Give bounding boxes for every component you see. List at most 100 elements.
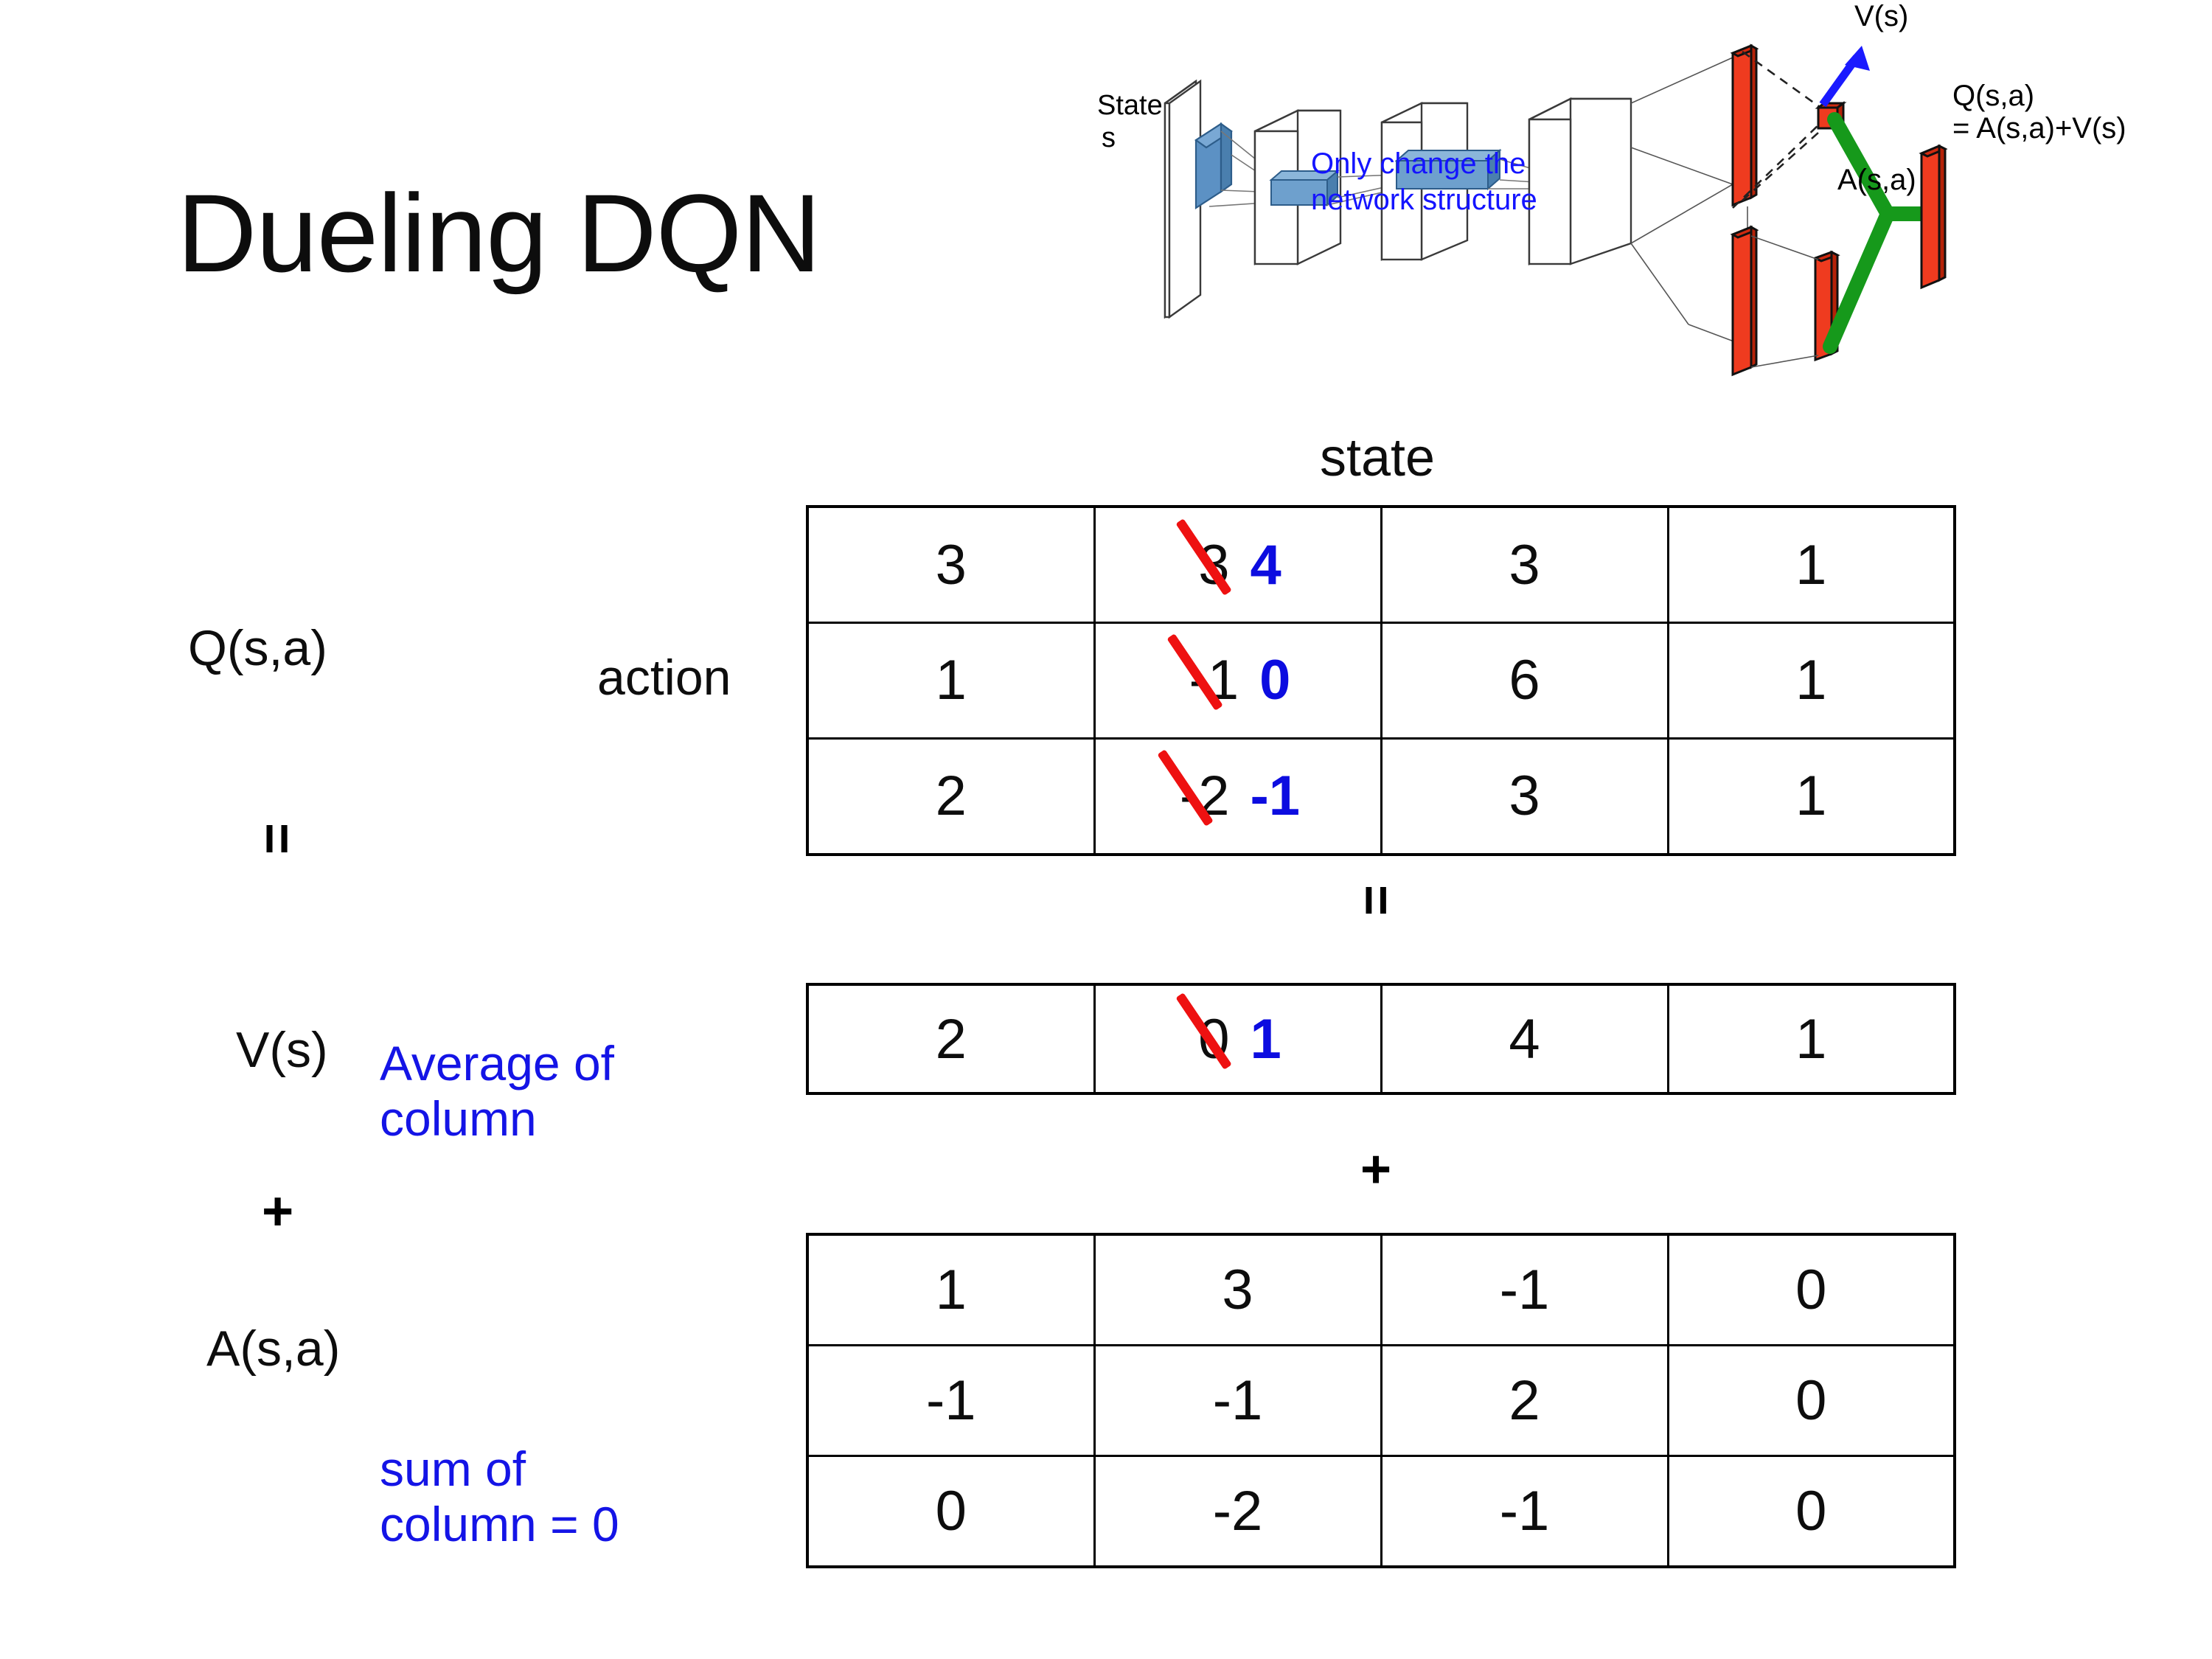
diagram-input-label-line2: s bbox=[1102, 122, 1116, 153]
diagram-advantage-label: A(s,a) bbox=[1837, 164, 1916, 196]
operator-plus-between-tables: + bbox=[1360, 1140, 1392, 1199]
cell-content: 1 bbox=[1669, 740, 1954, 853]
table-cell: 0 bbox=[1666, 1344, 1956, 1457]
table-cell: -1 bbox=[1093, 1344, 1382, 1457]
table-cell: 0 bbox=[806, 1454, 1096, 1568]
table-row: -1 -1 2 0 bbox=[806, 1344, 1956, 1457]
cell-content: -1 bbox=[1096, 1346, 1380, 1455]
struck-value: -1 bbox=[1185, 648, 1244, 712]
cell-value: 4 bbox=[1509, 1007, 1540, 1071]
table-cell: 0 bbox=[1666, 1454, 1956, 1568]
cell-value: 0 bbox=[1795, 1259, 1827, 1322]
operator-equals-left: = bbox=[247, 822, 309, 855]
table-cell: -2 bbox=[1093, 1454, 1382, 1568]
table-cell: 4 bbox=[1380, 983, 1669, 1095]
cell-value: 3 bbox=[1509, 533, 1540, 597]
replacement-value: 0 bbox=[1259, 649, 1291, 712]
cell-content: 2 bbox=[809, 740, 1093, 853]
page-title: Dueling DQN bbox=[177, 171, 821, 295]
cell-content: -2 bbox=[1096, 1457, 1380, 1565]
cell-content: -1 bbox=[1382, 1457, 1667, 1565]
table-cell: 1 bbox=[1666, 983, 1956, 1095]
cell-value: 1 bbox=[1795, 649, 1827, 712]
diagram-input-label-line1: State bbox=[1097, 90, 1163, 121]
diagram-value-label: V(s) bbox=[1854, 0, 1909, 32]
cell-value: 6 bbox=[1509, 649, 1540, 712]
cell-content: -1 bbox=[1382, 1236, 1667, 1344]
replacement-value: 4 bbox=[1250, 533, 1281, 597]
cell-value: -2 bbox=[1212, 1479, 1263, 1543]
cell-content: 0 bbox=[1669, 1457, 1954, 1565]
diagram-note-text: Only change the network structure bbox=[1311, 147, 1537, 216]
cell-content: 6 bbox=[1382, 624, 1667, 737]
cell-content: 3 bbox=[1382, 740, 1667, 853]
cell-value: -1 bbox=[925, 1368, 976, 1432]
note-sum-of-column: sum of column = 0 bbox=[380, 1441, 619, 1551]
operator-equals-between-tables: = bbox=[1346, 884, 1406, 917]
table-cell: 0 bbox=[1666, 1233, 1956, 1347]
table-cell: 3 bbox=[806, 505, 1096, 625]
cell-content: 2 bbox=[809, 986, 1093, 1092]
cell-content: 1 bbox=[809, 624, 1093, 737]
cell-value: 3 bbox=[1509, 765, 1540, 828]
cell-value: 2 bbox=[1509, 1368, 1540, 1432]
cell-value: -1 bbox=[1499, 1259, 1550, 1322]
cell-value: 1 bbox=[935, 649, 967, 712]
cell-content: 1 bbox=[1669, 508, 1954, 622]
table-cell: 6 bbox=[1380, 622, 1669, 740]
table-cell: 1 bbox=[1666, 622, 1956, 740]
table-cell: 2 bbox=[806, 983, 1096, 1095]
cell-content: 2 bbox=[1382, 1346, 1667, 1455]
cell-content: 4 bbox=[1382, 986, 1667, 1092]
cell-value: 1 bbox=[1795, 533, 1827, 597]
struck-value: 3 bbox=[1194, 533, 1234, 597]
table-cell: 3 bbox=[1380, 505, 1669, 625]
table-cell: 1 bbox=[1666, 737, 1956, 856]
cell-value: 0 bbox=[1795, 1368, 1827, 1432]
cell-content: 0 bbox=[1669, 1346, 1954, 1455]
replacement-value: -1 bbox=[1250, 765, 1301, 828]
cell-value: 3 bbox=[935, 533, 967, 597]
table-cell: 3 bbox=[1380, 737, 1669, 856]
cell-value: -1 bbox=[1499, 1479, 1550, 1543]
cell-value: 3 bbox=[1222, 1259, 1253, 1322]
table-cell: 2 bbox=[806, 737, 1096, 856]
table-cell: 3 bbox=[1093, 1233, 1382, 1347]
table-row: 1 3 -1 0 bbox=[806, 1233, 1956, 1347]
cell-content: -2 -1 bbox=[1096, 740, 1380, 853]
cell-content: 3 bbox=[1382, 508, 1667, 622]
table-cell: 1 bbox=[806, 622, 1096, 740]
cell-value: 2 bbox=[935, 1007, 967, 1071]
label-q-function: Q(s,a) bbox=[188, 620, 327, 676]
axis-label-action: action bbox=[597, 650, 731, 706]
cell-content: 3 bbox=[809, 508, 1093, 622]
operator-plus-left: + bbox=[262, 1180, 294, 1242]
cell-content: 1 bbox=[809, 1236, 1093, 1344]
table-cell: 1 bbox=[1666, 505, 1956, 625]
table-cell: -2 -1 bbox=[1093, 737, 1382, 856]
cell-content: 0 bbox=[1669, 1236, 1954, 1344]
cell-value: 1 bbox=[1795, 1007, 1827, 1071]
table-row: 0 -2 -1 0 bbox=[806, 1454, 1956, 1568]
note-average-of-column: Average of column bbox=[380, 1036, 615, 1146]
table-cell: -1 bbox=[806, 1344, 1096, 1457]
table-row: 2 -2 -1 3 1 bbox=[806, 737, 1956, 856]
axis-label-state: state bbox=[1320, 428, 1436, 487]
struck-value: 0 bbox=[1194, 1007, 1234, 1071]
label-a-function: A(s,a) bbox=[206, 1321, 341, 1377]
struck-value: -2 bbox=[1175, 764, 1234, 828]
dueling-network-diagram: State s Only change the network structur… bbox=[1084, 0, 2212, 413]
